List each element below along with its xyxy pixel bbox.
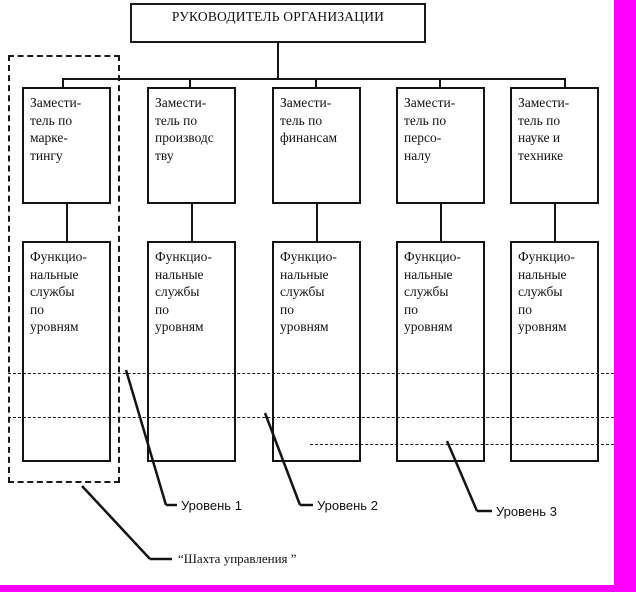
box-organization-head: РУКОВОДИТЕЛЬ ОРГАНИЗАЦИИ [130,3,426,43]
connector-bus-drop-5 [564,78,566,88]
box-functional-services-2: Функцио- нальные службы по уровням [147,241,236,462]
box-deputy-personnel: Замести- тель по персо- налу [396,87,485,204]
box-functional-services-3: Функцио- нальные службы по уровням [272,241,361,462]
level-separator-1 [8,373,614,374]
level-separator-2 [8,417,614,418]
connector-deputy-service-3 [316,204,318,242]
connector-deputy-service-2 [191,204,193,242]
box-deputy-personnel-label: Замести- тель по персо- налу [404,95,456,163]
box-deputy-science: Замести- тель по науке и технике [510,87,599,204]
caption-level-2: Уровень 2 [317,498,378,513]
connector-bus-drop-4 [439,78,441,88]
connector-bus-drop-1 [62,78,64,88]
box-functional-services-5-label: Функцио- нальные службы по уровням [518,249,575,334]
box-deputy-production-label: Замести- тель по производс тву [155,95,214,163]
box-deputy-science-label: Замести- тель по науке и технике [518,95,570,163]
box-deputy-finance-label: Замести- тель по финансам [280,95,338,145]
box-deputy-finance: Замести- тель по финансам [272,87,361,204]
connector-deputy-service-4 [440,204,442,242]
connector-bus-drop-2 [189,78,191,88]
connector-bus-drop-3 [315,78,317,88]
box-deputy-production: Замести- тель по производс тву [147,87,236,204]
caption-level-3: Уровень 3 [496,504,557,519]
connector-head-to-bus [277,43,279,79]
connector-deputy-service-5 [554,204,556,242]
box-deputy-marketing-label: Замести- тель по марке- тингу [30,95,82,163]
frame-strip-bottom [0,585,636,592]
connector-deputy-service-1 [66,204,68,242]
box-functional-services-1-label: Функцио- нальные службы по уровням [30,249,87,334]
caption-level-1: Уровень 1 [181,498,242,513]
caption-management-shaft: “Шахта управления ” [178,551,297,566]
box-functional-services-2-label: Функцио- нальные службы по уровням [155,249,212,334]
level-separator-3 [310,444,614,445]
management-shaft-outline [8,55,120,483]
box-functional-services-1: Функцио- нальные службы по уровням [22,241,111,462]
box-functional-services-4-label: Функцио- нальные службы по уровням [404,249,461,334]
box-functional-services-5: Функцио- нальные службы по уровням [510,241,599,462]
box-functional-services-3-label: Функцио- нальные службы по уровням [280,249,337,334]
frame-strip-right [614,0,636,592]
box-organization-head-label: РУКОВОДИТЕЛЬ ОРГАНИЗАЦИИ [171,9,385,24]
connector-bus-horizontal [62,78,566,80]
box-functional-services-4: Функцио- нальные службы по уровням [396,241,485,462]
box-deputy-marketing: Замести- тель по марке- тингу [22,87,111,204]
